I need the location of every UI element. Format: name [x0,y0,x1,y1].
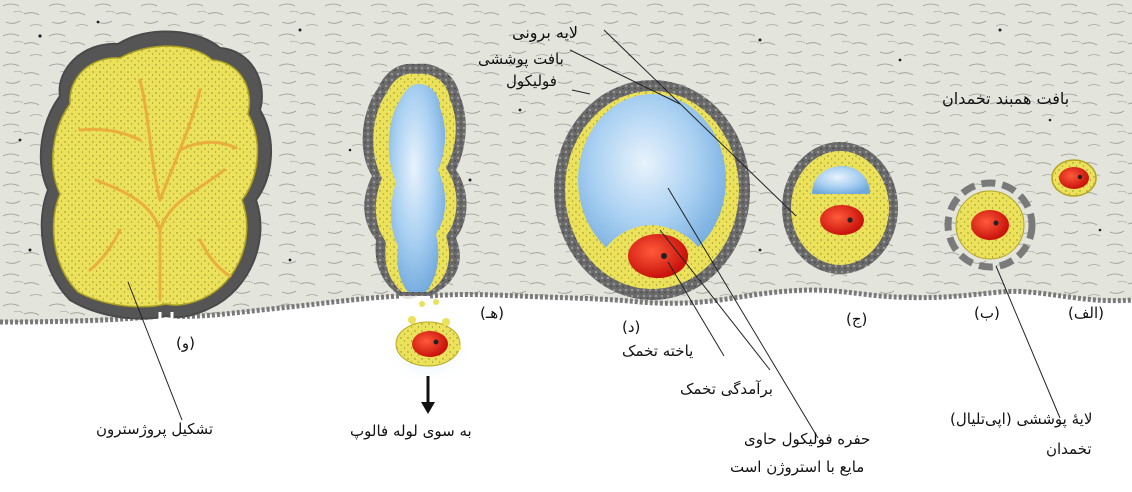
label-connective-tissue: بافت همبند تخمدان [942,90,1069,108]
label-follicle-cavity-2: مایع با استروژن است [730,458,864,476]
label-oocyte-mound: برآمدگی تخمک [680,380,773,398]
stage-label-be: (ب) [974,304,1000,322]
label-outer-layer: لایه برونی [512,24,578,42]
released-ovum [396,299,461,366]
primordial-follicle [1052,160,1096,196]
stage-label-dal: (د) [622,318,640,336]
secondary-follicle [782,142,898,274]
stage-label-vav: (و) [176,334,195,352]
label-epithelium-1: لایهٔ پوششی (اپی‌تلیال) [950,410,1092,428]
label-follicle-cover: بافت پوششی [478,50,564,68]
label-follicle: فولیکول [506,72,557,90]
stage-label-he: (هـ) [480,304,504,322]
label-epithelium-2: تخمدان [1046,440,1092,458]
label-progesterone: تشکیل پروژسترون [96,420,213,438]
corpus-luteum [41,32,271,325]
stage-label-alef: (الف) [1068,304,1104,322]
label-to-fallopian: به سوی لوله فالوپ [350,422,472,440]
stage-label-jim: (ج) [846,310,867,328]
label-oocyte: یاخته تخمک [622,342,693,360]
graafian-follicle [554,80,750,300]
label-follicle-cavity-1: حفره فولیکول حاوی [744,430,870,448]
